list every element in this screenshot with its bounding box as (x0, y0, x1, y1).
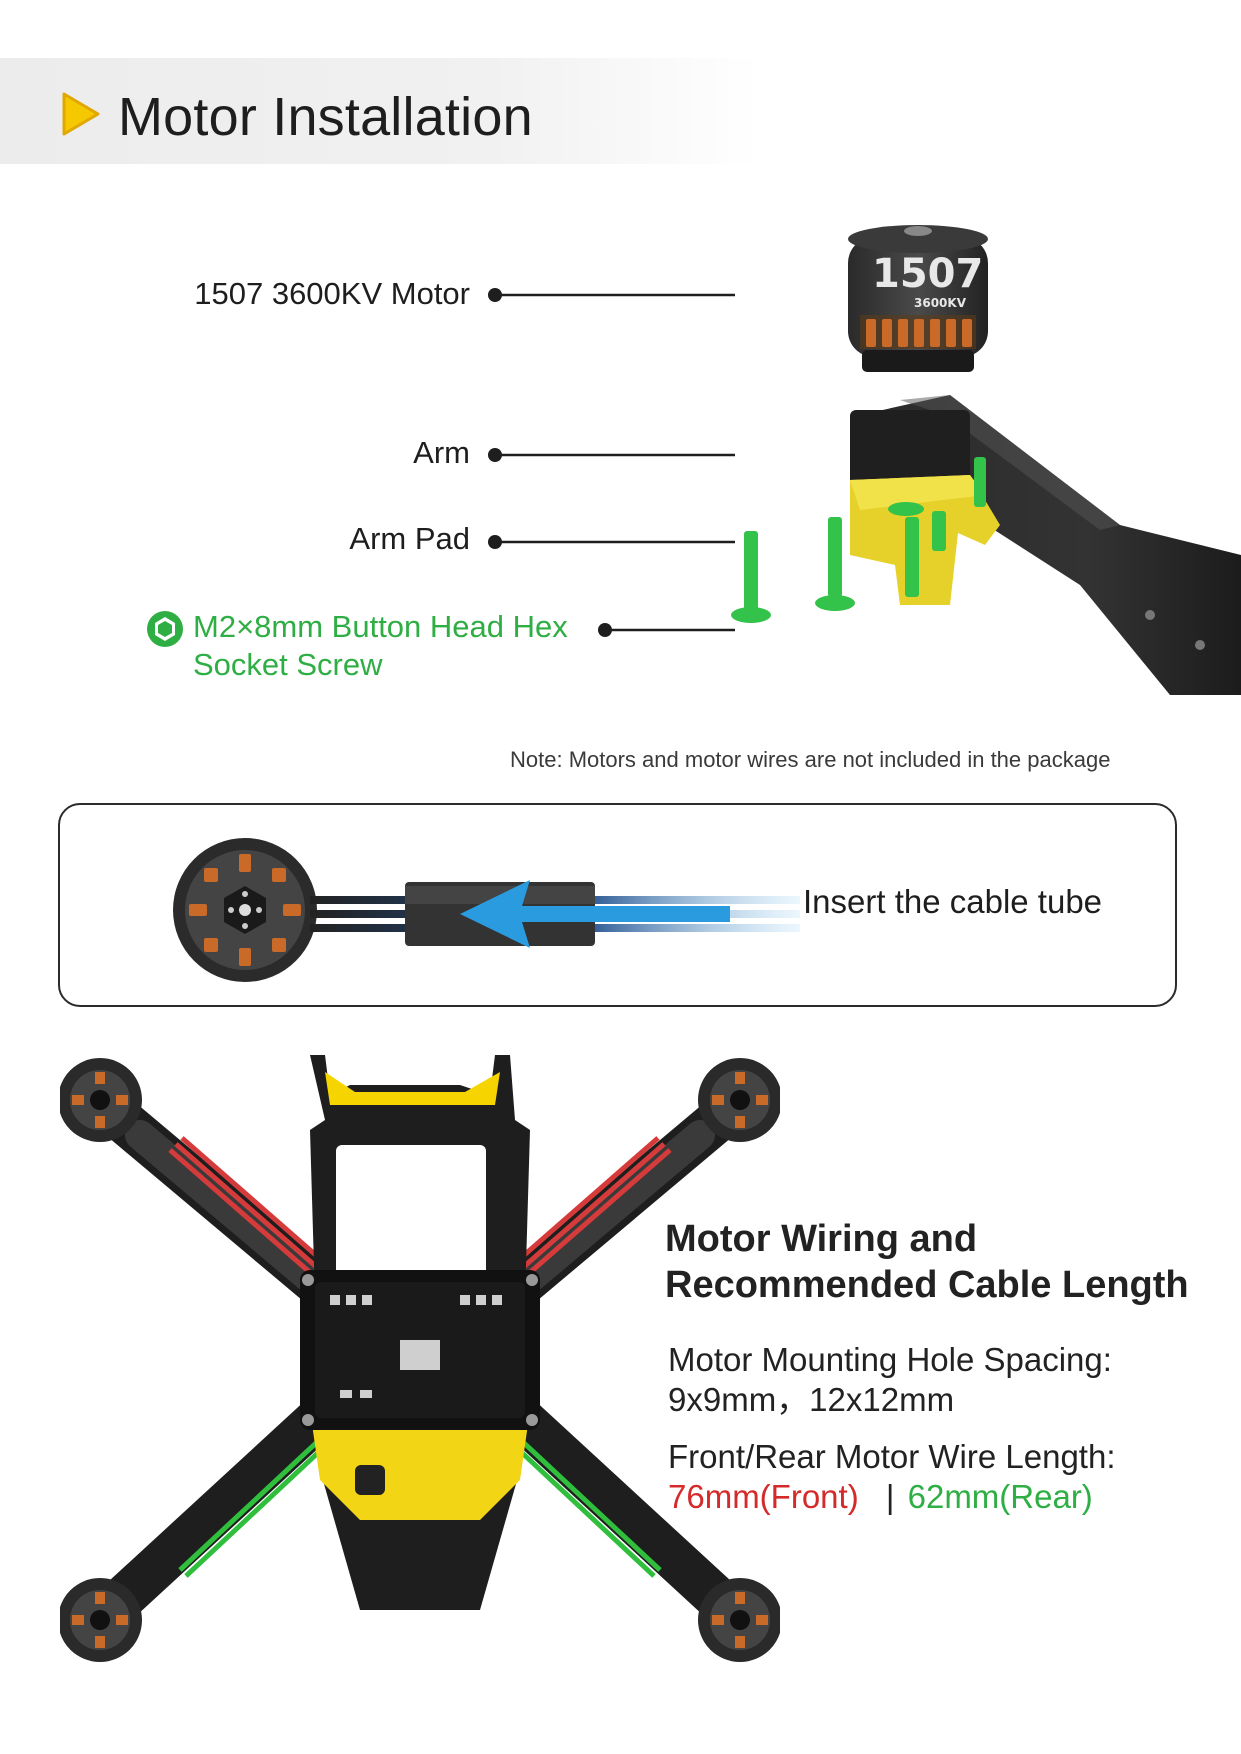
motor-arm-illustration: 1507 3600KV (731, 225, 1241, 695)
page-title: Motor Installation (118, 87, 533, 147)
wire-length-label: Front/Rear Motor Wire Length: (668, 1438, 1116, 1475)
motor-callout-label: 1507 3600KV Motor (194, 276, 470, 311)
wiring-heading-line1: Motor Wiring and (665, 1218, 978, 1260)
callout-lines (488, 288, 735, 637)
screw-hex-icon (147, 611, 183, 647)
hole-spacing-label: Motor Mounting Hole Spacing: (668, 1341, 1112, 1378)
screw-label-line2: Socket Screw (193, 647, 383, 682)
screw-label-line1: M2×8mm Button Head Hex (193, 609, 568, 644)
play-icon (62, 92, 100, 136)
front-wire-length: 76mm(Front) (668, 1478, 859, 1515)
motor-model-text: 1507 (872, 251, 983, 297)
motor-kv-text: 3600KV (914, 296, 967, 310)
screw-callout-label: M2×8mm Button Head Hex Socket Screw (193, 608, 568, 684)
hole-spacing-value: 9x9mm，12x12mm (668, 1381, 955, 1418)
header-band (0, 58, 760, 164)
frame-wiring-illustration (60, 1055, 780, 1662)
hole-spacing-spec: Motor Mounting Hole Spacing: 9x9mm，12x12… (668, 1340, 1112, 1420)
wiring-heading-line2: Recommended Cable Length (665, 1264, 1189, 1306)
wire-length-values: 76mm(Front) | 62mm(Rear) (668, 1477, 1116, 1517)
length-separator: | (885, 1478, 895, 1515)
wire-length-spec: Front/Rear Motor Wire Length: 76mm(Front… (668, 1437, 1116, 1517)
tube-instruction-label: Insert the cable tube (803, 883, 1103, 920)
cable-tube-panel (58, 803, 1177, 1007)
arm-pad-callout-label: Arm Pad (349, 521, 470, 556)
rear-wire-length: 62mm(Rear) (907, 1478, 1093, 1515)
package-note: Note: Motors and motor wires are not inc… (510, 747, 1111, 772)
cable-tube-illustration (173, 838, 800, 982)
wiring-heading: Motor Wiring and Recommended Cable Lengt… (665, 1216, 1189, 1308)
arm-callout-label: Arm (413, 435, 470, 470)
